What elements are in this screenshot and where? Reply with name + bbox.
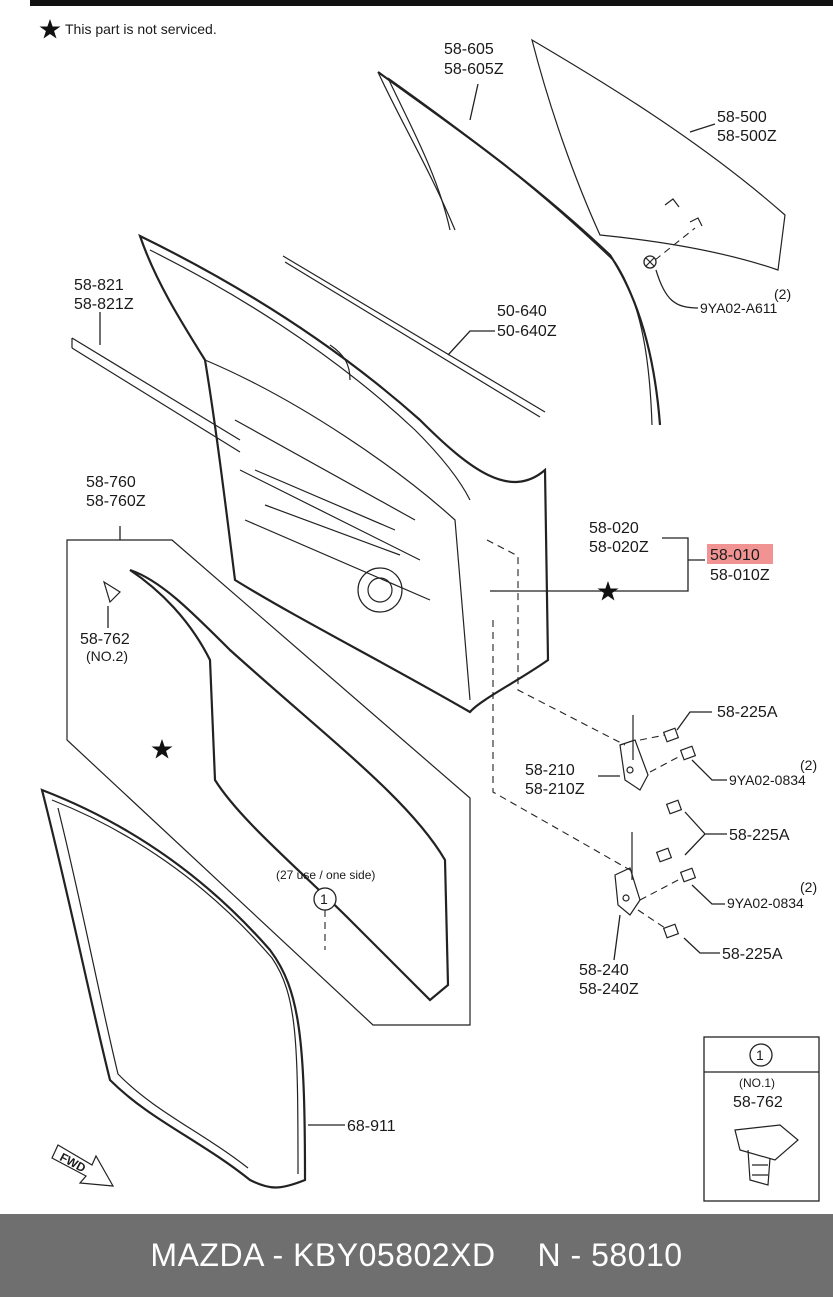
- dash-upper-hinge: [486, 539, 626, 746]
- label-58-020: 58-020: [589, 520, 639, 537]
- star-legend-icon: [39, 19, 61, 39]
- label-58-225a-2: 58-225A: [729, 827, 790, 844]
- door-panel: [138, 233, 550, 714]
- fwd-arrow-icon: [51, 1144, 115, 1187]
- glass-run-channel: [377, 71, 662, 426]
- label-58-010z: 58-010Z: [710, 567, 770, 584]
- leader-9ya02-0834-lower: [691, 884, 725, 905]
- leader-58605: [469, 83, 479, 121]
- body-weatherstrip: [40, 788, 307, 1189]
- leader-9ya02-a611: [655, 269, 699, 309]
- leader-58240: [613, 914, 621, 961]
- inset-no1: (NO.1): [739, 1076, 775, 1090]
- leader-58020: [490, 537, 689, 592]
- upper-hinge: [619, 715, 649, 791]
- label-58-760z: 58-760Z: [86, 493, 146, 510]
- qty-9ya02-0834-upper: (2): [800, 757, 817, 773]
- bolt-9ya02-0834-upper: [649, 745, 697, 773]
- highlight-58-010: [707, 544, 773, 564]
- label-58-821: 58-821: [74, 277, 124, 294]
- bolt-58225a-1: [639, 727, 680, 743]
- star-58020-icon: [597, 581, 619, 601]
- not-serviced-note: This part is not serviced.: [65, 21, 217, 37]
- inset-callout-1: 1: [756, 1047, 764, 1063]
- label-58-210: 58-210: [525, 762, 575, 779]
- footer-ref-number: N - 58010: [537, 1237, 683, 1273]
- label-50-640: 50-640: [497, 303, 547, 320]
- callout-1-text: 1: [320, 891, 328, 907]
- bolt-58225a-3: [637, 909, 680, 939]
- label-58-240: 58-240: [579, 962, 629, 979]
- label-58-210z: 58-210Z: [525, 781, 585, 798]
- label-68-911: 68-911: [347, 1118, 396, 1135]
- lower-hinge: [614, 832, 641, 916]
- clip-inset: [703, 1036, 820, 1202]
- inset-part-58-762: 58-762: [733, 1094, 783, 1111]
- label-58-240z: 58-240Z: [579, 981, 639, 998]
- label-50-640z: 50-640Z: [497, 323, 557, 340]
- label-9ya02-0834-lower: 9YA02-0834: [727, 895, 804, 911]
- inner-weatherstrip: [71, 337, 241, 453]
- label-58-500: 58-500: [717, 109, 767, 126]
- leader-50640: [447, 330, 495, 356]
- qty-9ya02-0834-lower: (2): [800, 879, 817, 895]
- label-9ya02-0834-upper: 9YA02-0834: [729, 772, 806, 788]
- label-58-760: 58-760: [86, 474, 136, 491]
- bolt-9ya02-0834-lower: [639, 867, 697, 901]
- bolt-58225a-2: [655, 799, 683, 863]
- fwd-label: FWD: [57, 1150, 88, 1175]
- label-58-821z: 58-821Z: [74, 296, 134, 313]
- label-58-225a-3: 58-225A: [722, 946, 783, 963]
- label-58-010[interactable]: 58-010: [710, 547, 760, 564]
- dash-lower-hinge: [492, 620, 631, 871]
- leader-58500: [689, 123, 716, 133]
- leader-58225a-1: [676, 711, 712, 731]
- bolt-9ya02-a611: [643, 227, 696, 269]
- door-weatherstrip: [66, 539, 471, 1026]
- leader-58225a-3: [683, 937, 720, 954]
- door-glass: [531, 38, 786, 271]
- use-note: (27 use / one side): [276, 868, 375, 882]
- leader-58225a-2: [684, 811, 727, 856]
- leader-9ya02-0834-upper: [691, 759, 727, 781]
- label-58-225a-1: 58-225A: [717, 704, 778, 721]
- clip-no2: [102, 580, 121, 604]
- footer-part-number: MAZDA - KBY05802XD: [150, 1237, 496, 1273]
- label-9ya02-a611: 9YA02-A611: [700, 300, 778, 316]
- door-parts-diagram: This part is not serviced. 58-500 58-500…: [30, 0, 833, 1202]
- footer-bar: MAZDA - KBY05802XD N - 58010: [0, 1214, 833, 1297]
- label-58-020z: 58-020Z: [589, 539, 649, 556]
- top-border: [30, 0, 833, 6]
- label-58-762: 58-762: [80, 631, 130, 648]
- belt-moulding: [282, 255, 546, 418]
- label-58-605: 58-605: [444, 41, 494, 58]
- star-58760-icon: [151, 739, 173, 759]
- label-no2: (NO.2): [86, 648, 128, 664]
- qty-9ya02-a611: (2): [774, 286, 791, 302]
- label-58-605z: 58-605Z: [444, 61, 504, 78]
- label-58-500z: 58-500Z: [717, 128, 777, 145]
